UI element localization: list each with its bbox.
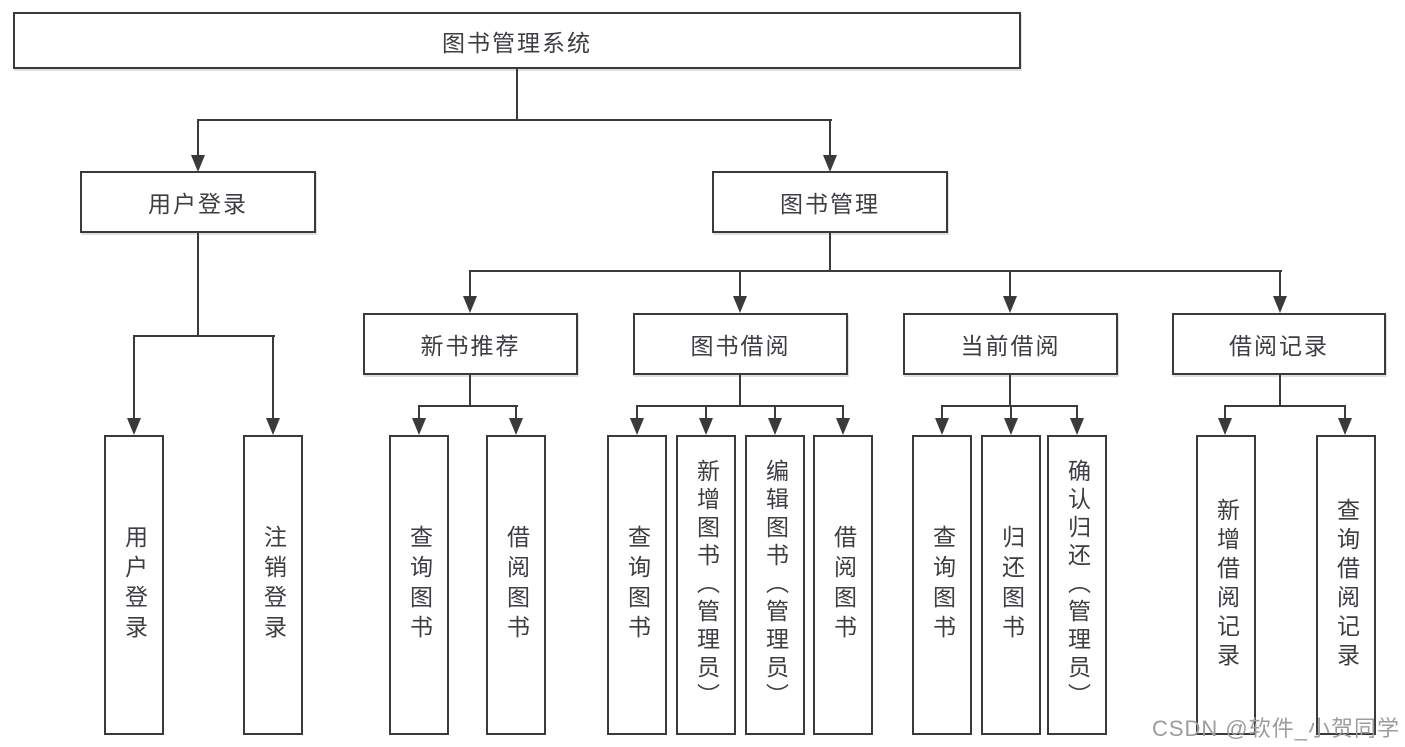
connector-line	[1009, 375, 1011, 407]
leaf-current-return: 归还图书	[981, 435, 1041, 735]
arrowhead-down-icon	[1070, 418, 1084, 435]
connector-line	[829, 233, 831, 272]
connector-line	[197, 233, 199, 337]
arrowhead-down-icon	[509, 418, 523, 435]
connector-line	[1224, 405, 1346, 407]
connector-line	[705, 405, 707, 420]
connector-line	[469, 270, 471, 297]
connector-line	[1009, 270, 1011, 297]
node-current-borrow: 当前借阅	[903, 313, 1118, 375]
node-label: 图书管理系统	[442, 29, 592, 56]
node-label: 借阅图书	[503, 525, 530, 645]
node-borrow-records: 借阅记录	[1172, 313, 1386, 375]
arrowhead-down-icon	[1273, 296, 1287, 313]
node-label: 查询图书	[929, 525, 956, 645]
connector-line	[829, 119, 831, 157]
leaf-borrow-edit-admin: 编辑图书（管理员）	[745, 435, 805, 735]
arrowhead-down-icon	[127, 418, 141, 435]
connector-line	[133, 335, 275, 337]
node-label: 用户登录	[121, 525, 148, 645]
arrowhead-down-icon	[935, 418, 949, 435]
leaf-current-query: 查询图书	[912, 435, 972, 735]
connector-line	[1076, 405, 1078, 420]
connector-line	[774, 405, 776, 420]
connector-line	[197, 119, 832, 121]
node-label: 注销登录	[260, 525, 287, 645]
node-label: 新增借阅记录	[1213, 498, 1240, 672]
node-label: 图书管理	[780, 191, 880, 217]
node-new-book-recommend: 新书推荐	[363, 313, 578, 375]
connector-line	[636, 405, 638, 420]
connector-line	[1279, 270, 1281, 297]
arrowhead-down-icon	[266, 418, 280, 435]
node-label: 新书推荐	[420, 333, 521, 359]
arrowhead-down-icon	[1338, 418, 1352, 435]
node-label: 图书借阅	[690, 333, 791, 359]
connector-line	[941, 405, 943, 420]
leaf-user-login: 用户登录	[104, 435, 164, 735]
node-label: 借阅图书	[830, 525, 857, 645]
connector-line	[1344, 405, 1346, 420]
connector-line	[842, 405, 844, 420]
connector-line	[418, 405, 420, 420]
connector-line	[469, 375, 471, 407]
leaf-newbook-query: 查询图书	[389, 435, 449, 735]
node-label: 查询借阅记录	[1333, 498, 1360, 672]
connector-line	[739, 270, 741, 297]
connector-line	[941, 405, 1078, 407]
leaf-borrow-query: 查询图书	[607, 435, 667, 735]
connector-line	[1010, 405, 1012, 420]
node-label: 归还图书	[998, 525, 1025, 645]
leaf-record-add: 新增借阅记录	[1196, 435, 1256, 735]
node-book-borrow: 图书借阅	[633, 313, 848, 375]
leaf-borrow-add-admin: 新增图书（管理员）	[676, 435, 736, 735]
arrowhead-down-icon	[412, 418, 426, 435]
node-label: 编辑图书（管理员）	[762, 459, 789, 711]
node-root-library-system: 图书管理系统	[13, 12, 1021, 69]
arrowhead-down-icon	[733, 296, 747, 313]
node-label: 新增图书（管理员）	[693, 459, 720, 711]
csdn-watermark: CSDN @软件_小贺同学	[1151, 716, 1400, 741]
arrowhead-down-icon	[836, 418, 850, 435]
node-book-management-branch: 图书管理	[712, 171, 948, 233]
arrowhead-down-icon	[630, 418, 644, 435]
connector-line	[515, 405, 517, 420]
leaf-record-query: 查询借阅记录	[1316, 435, 1376, 735]
leaf-logout: 注销登录	[243, 435, 303, 735]
arrowhead-down-icon	[768, 418, 782, 435]
node-label: 借阅记录	[1229, 333, 1329, 359]
node-label: 当前借阅	[960, 333, 1061, 359]
arrowhead-down-icon	[463, 296, 477, 313]
connector-line	[133, 335, 135, 419]
arrowhead-down-icon	[1003, 296, 1017, 313]
arrowhead-down-icon	[823, 155, 837, 172]
node-label: 用户登录	[148, 191, 248, 217]
leaf-borrow-borrow: 借阅图书	[813, 435, 873, 735]
connector-line	[636, 405, 844, 407]
connector-line	[272, 335, 274, 419]
arrowhead-down-icon	[699, 418, 713, 435]
node-label: 查询图书	[406, 525, 433, 645]
connector-line	[469, 270, 1282, 272]
connector-line	[197, 119, 199, 157]
connector-line	[1279, 375, 1281, 407]
connector-line	[418, 405, 518, 407]
arrowhead-down-icon	[1218, 418, 1232, 435]
connector-line	[516, 68, 518, 121]
connector-line	[1224, 405, 1226, 420]
leaf-newbook-borrow: 借阅图书	[486, 435, 546, 735]
leaf-current-confirm-return-admin: 确认归还（管理员）	[1047, 435, 1107, 735]
node-label: 确认归还（管理员）	[1064, 459, 1091, 711]
arrowhead-down-icon	[1004, 418, 1018, 435]
node-user-login-branch: 用户登录	[80, 171, 316, 233]
arrowhead-down-icon	[191, 155, 205, 172]
connector-line	[739, 375, 741, 407]
node-label: 查询图书	[624, 525, 651, 645]
